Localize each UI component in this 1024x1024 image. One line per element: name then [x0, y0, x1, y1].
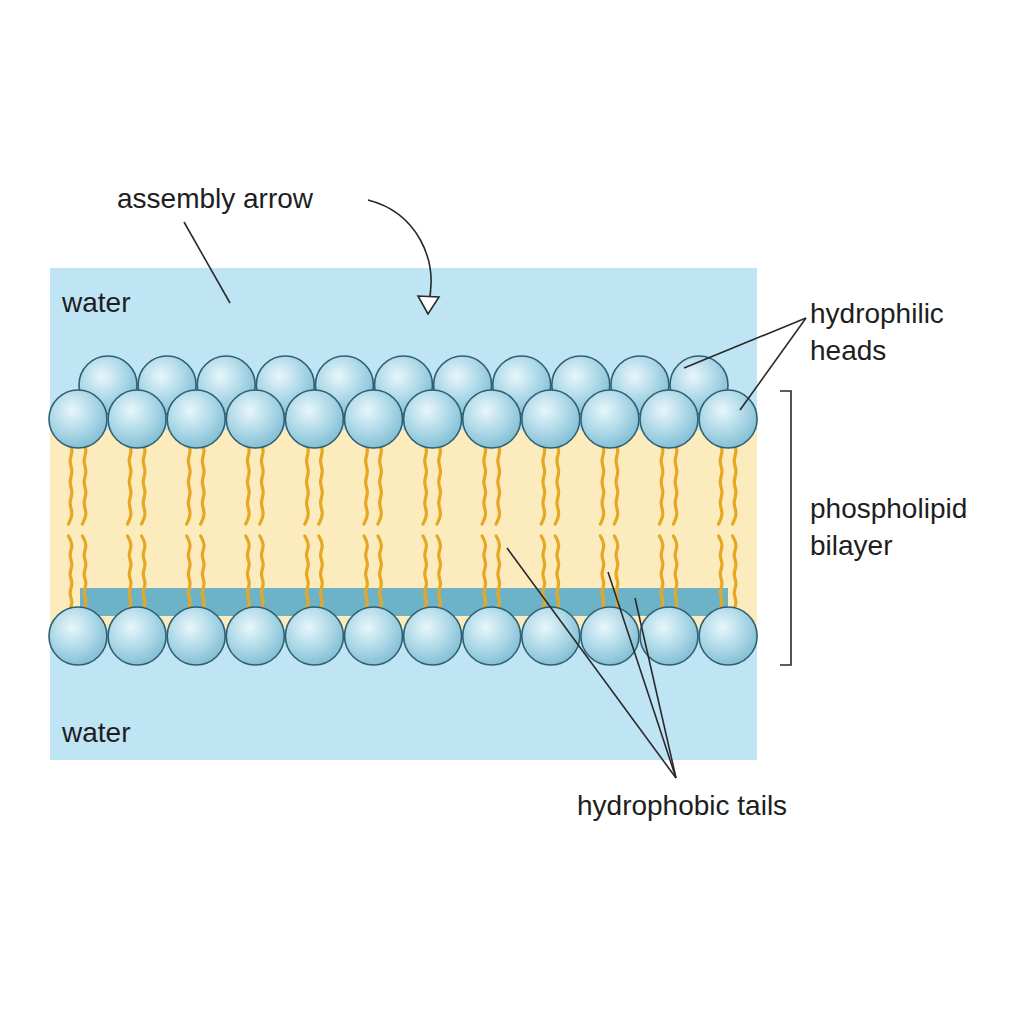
part-label: hydrophobic tails [577, 787, 877, 824]
part-label: phospholipid bilayer [810, 490, 1015, 564]
bracket [780, 391, 791, 665]
part-label: hydrophilic heads [810, 295, 985, 369]
region-label: water [62, 284, 130, 321]
region-label: water [62, 714, 130, 751]
water-region: water water [50, 268, 757, 760]
part-label: assembly arrow [117, 180, 417, 217]
